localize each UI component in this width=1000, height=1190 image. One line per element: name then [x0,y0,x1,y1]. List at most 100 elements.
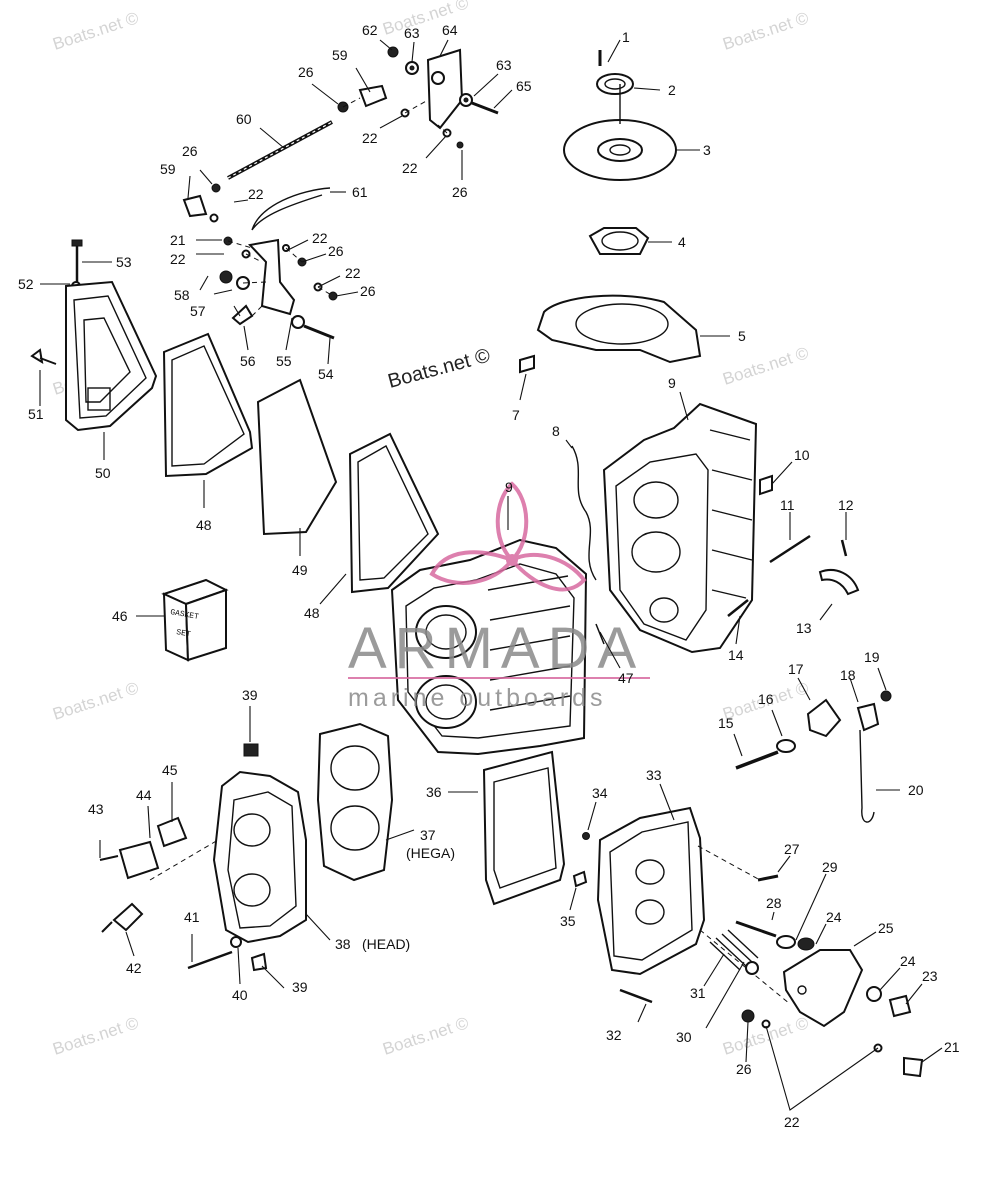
watermark: Boats.net © [720,8,811,54]
callout-13: 13 [796,620,812,636]
gasket-set-box: GASKET SET [161,578,229,662]
callout-61: 61 [352,184,368,200]
callout-36: 36 [426,784,442,800]
callout-8: 8 [552,423,560,439]
callout-53: 53 [116,254,132,270]
watermark: Boats.net © [720,343,811,389]
armada-logo: ARMADA marine outboards [348,481,650,712]
callout-26: 26 [298,64,314,80]
cylinder-head-group [99,722,394,972]
callout-14: 14 [728,647,744,663]
callout-12: 12 [838,497,854,513]
callout-22: 22 [784,1114,800,1130]
callout-16: 16 [758,691,774,707]
callout-64: 64 [442,22,458,38]
callout-24-upper: 24 [826,909,842,925]
callout-48-right: 48 [304,605,320,621]
callout-18: 18 [840,667,856,683]
callout-65: 65 [516,78,532,94]
callout-5: 5 [738,328,746,344]
callout-37-sub: (HEGA) [406,845,455,861]
callout-4: 4 [678,234,686,250]
callout-10: 10 [794,447,810,463]
callout-27: 27 [784,841,800,857]
callout-63-right: 63 [496,57,512,73]
callout-26: 26 [182,143,198,159]
callout-54: 54 [318,366,334,382]
callout-39-top: 39 [242,687,258,703]
callout-38-sub: (HEAD) [362,936,410,952]
brand-name: ARMADA [348,616,644,681]
callout-56: 56 [240,353,256,369]
callout-30: 30 [676,1029,692,1045]
callout-41: 41 [184,909,200,925]
callout-28: 28 [766,895,782,911]
watermark: Boats.net © [380,0,471,39]
box-text-line2: SET [175,628,191,639]
callout-34: 34 [592,785,608,801]
callout-37: 37 [420,827,436,843]
callout-44: 44 [136,787,152,803]
callout-21-bottom: 21 [944,1039,960,1055]
lever-linkage-right [709,690,924,1078]
watermark-center: Boats.net © [386,344,493,392]
callout-60: 60 [236,111,252,127]
callout-9-crankcase: 9 [668,375,676,391]
callout-40: 40 [232,987,248,1003]
callout-33: 33 [646,767,662,783]
callout-31: 31 [690,985,706,1001]
callout-47: 47 [618,670,634,686]
callout-59-top: 59 [332,47,348,63]
callout-23: 23 [922,968,938,984]
callout-26: 26 [452,184,468,200]
callout-11: 11 [780,497,795,513]
callout-22: 22 [362,130,378,146]
callout-20: 20 [908,782,924,798]
callout-22: 22 [248,186,264,202]
callout-1: 1 [622,29,630,45]
callout-26: 26 [328,243,344,259]
callout-25: 25 [878,920,894,936]
callout-22: 22 [312,230,328,246]
callout-19: 19 [864,649,880,665]
callout-26: 26 [360,283,376,299]
watermark: Boats.net © [50,678,141,724]
callout-17: 17 [788,661,804,677]
watermark: Boats.net © [50,8,141,54]
callout-50: 50 [95,465,111,481]
callout-52: 52 [18,276,34,292]
callout-22: 22 [402,160,418,176]
callout-63-left: 63 [404,25,420,41]
leader-lines [39,39,943,1111]
callout-46: 46 [112,608,128,624]
brand-tagline: marine outboards [348,684,607,712]
crankcase-half-right [571,402,860,654]
callout-43: 43 [88,801,104,817]
callout-48-left: 48 [196,517,212,533]
callout-32: 32 [606,1027,622,1043]
callout-26: 26 [736,1061,752,1077]
callout-55: 55 [276,353,292,369]
callout-2: 2 [668,82,676,98]
callout-29: 29 [822,859,838,875]
callout-38: 38 [335,936,351,952]
exhaust-covers [65,280,440,594]
callout-59-left: 59 [160,161,176,177]
callout-49: 49 [292,562,308,578]
callout-45: 45 [162,762,178,778]
callout-21-top: 21 [170,232,186,248]
callout-58: 58 [174,287,190,303]
callout-62: 62 [362,22,378,38]
watermark: Boats.net © [380,1013,471,1059]
callout-7: 7 [512,407,520,423]
callout-39-bottom: 39 [292,979,308,995]
callout-24-lower: 24 [900,953,916,969]
callout-22: 22 [345,265,361,281]
callout-35: 35 [560,913,576,929]
cylinder-block [390,538,605,756]
callout-57: 57 [190,303,206,319]
callout-42: 42 [126,960,142,976]
water-cover-group [482,750,791,1005]
